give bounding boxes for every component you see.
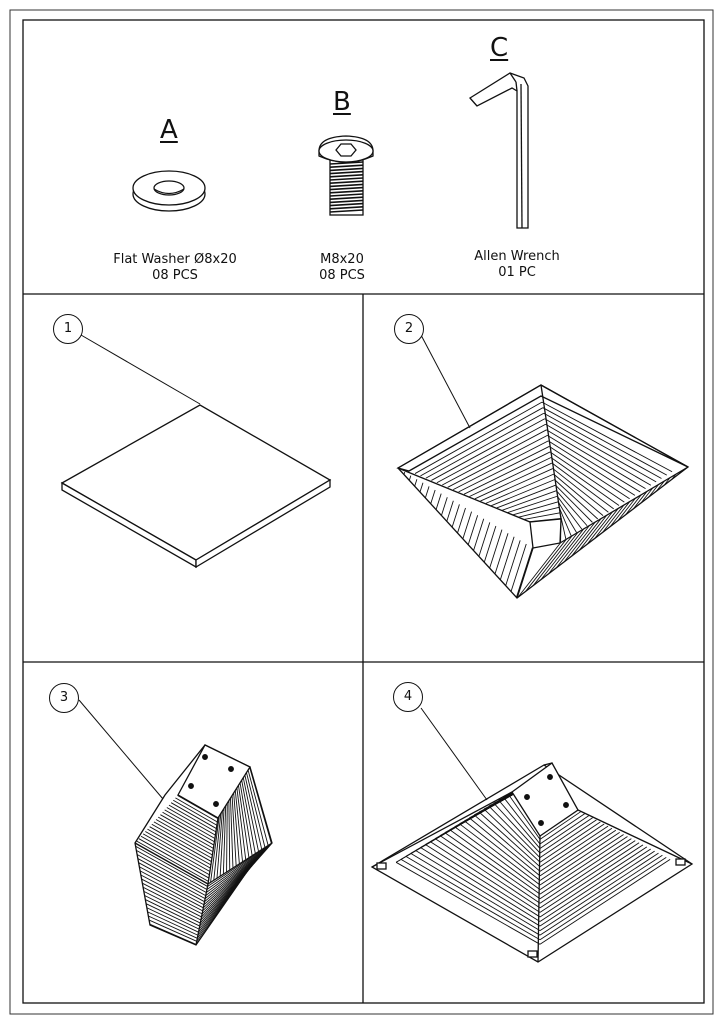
wrench-label: Allen Wrench 01 PC [462, 249, 572, 281]
column-illustration [78, 699, 273, 946]
wrench-qty: 01 PC [498, 265, 536, 280]
step-callout-2: 2 [394, 314, 424, 344]
step-callout-3: 3 [49, 683, 79, 713]
step-callout-4: 4 [393, 682, 423, 712]
flat-washer-illustration [132, 170, 206, 212]
washer-label: Flat Washer Ø8x20 08 PCS [100, 252, 250, 284]
outer-border [9, 9, 714, 1015]
allen-wrench-illustration [469, 72, 529, 229]
hardware-letter-c: C [490, 33, 509, 63]
bolt-label: M8x20 08 PCS [300, 252, 384, 284]
washer-name: Flat Washer Ø8x20 [113, 252, 237, 267]
wrench-name: Allen Wrench [474, 249, 560, 264]
assembled-base-illustration [370, 707, 694, 963]
bolt-illustration [318, 135, 374, 216]
bolt-name: M8x20 [320, 252, 364, 267]
washer-qty: 08 PCS [152, 268, 198, 283]
bolt-qty: 08 PCS [319, 268, 365, 283]
panel-illustration [60, 334, 332, 569]
step-callout-1: 1 [53, 314, 83, 344]
hardware-letter-b: B [333, 87, 351, 117]
funnel-illustration [396, 334, 690, 599]
hardware-letter-a: A [160, 115, 178, 145]
